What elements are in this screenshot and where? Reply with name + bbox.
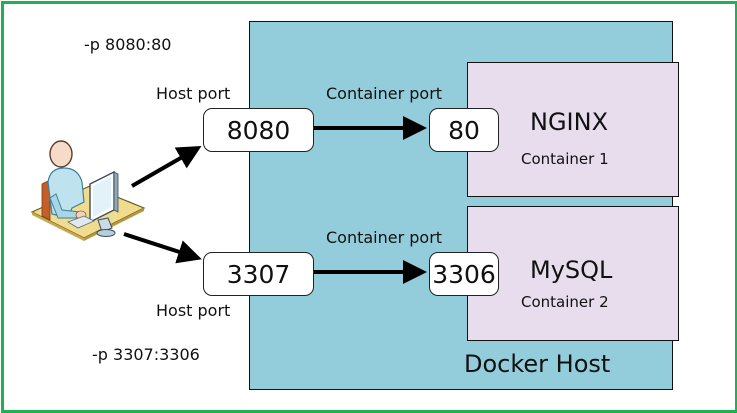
host-port-box-1: 8080 [203, 108, 314, 152]
docker-host-label: Docker Host [464, 350, 611, 378]
command-mapping-1: -p 8080:80 [84, 35, 172, 54]
host-port-box-2: 3307 [203, 252, 314, 296]
container-port-box-2: 3306 [429, 252, 499, 296]
container-1-label: Container 1 [521, 150, 609, 168]
container-1-box [467, 62, 679, 197]
host-port-label-2: Host port [156, 301, 231, 320]
container-port-label-1: Container port [326, 84, 443, 103]
user-at-computer-icon [30, 140, 146, 241]
container-2-box [467, 206, 679, 341]
container-1-name: NGINX [530, 108, 609, 136]
command-mapping-2: -p 3307:3306 [92, 345, 200, 364]
container-2-label: Container 2 [521, 293, 609, 311]
container-2-name: MySQL [530, 256, 613, 284]
container-port-box-1: 80 [429, 108, 499, 152]
host-port-label-1: Host port [156, 84, 231, 103]
container-port-label-2: Container port [326, 228, 443, 247]
